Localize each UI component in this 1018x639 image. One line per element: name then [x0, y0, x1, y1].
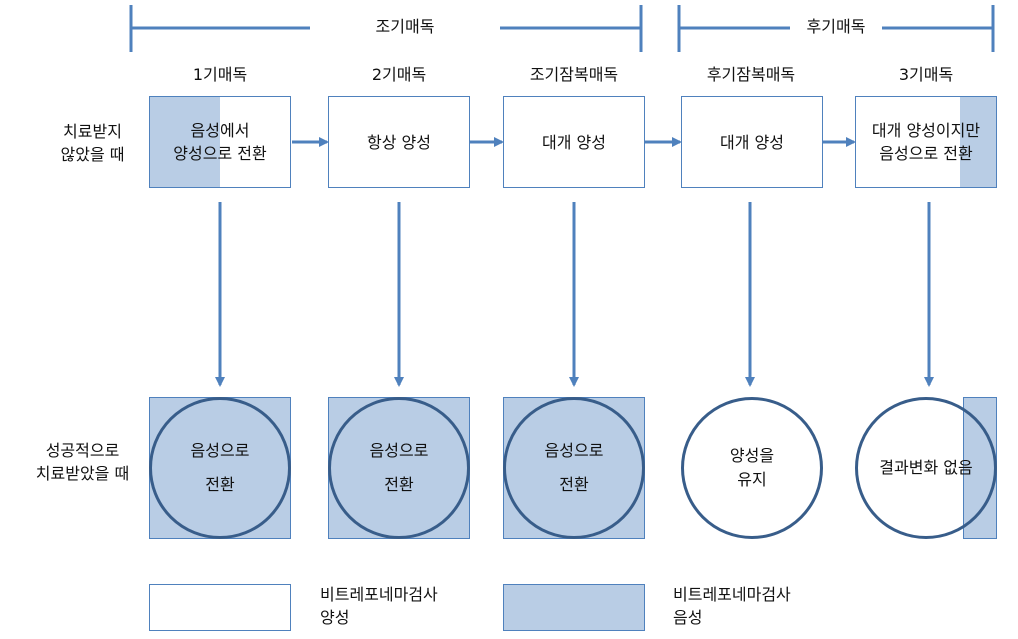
legend-negative-label: 비트레포네마검사 음성 [673, 585, 791, 627]
row-label-untreated: 치료받지 않았을 때 [60, 122, 125, 164]
untreated-box-stage2: 항상 양성 [328, 96, 470, 188]
early-syphilis-label: 조기매독 [375, 17, 435, 36]
untreated-box-text: 음성에서 양성으로 전환 [173, 121, 267, 163]
late-period-bracket [677, 5, 995, 52]
untreated-box-late-latent: 대개 양성 [681, 96, 823, 188]
late-syphilis-label: 후기매독 [806, 17, 866, 36]
untreated-box-text: 대개 양성 [720, 132, 784, 152]
result-circle-stage3: 결과변화 없음 [855, 397, 997, 539]
untreated-box-text: 대개 양성 [542, 132, 606, 152]
untreated-box-text: 대개 양성이지만 음성으로 전환 [871, 121, 981, 163]
stage-header-5: 3기매독 [898, 65, 954, 84]
result-circle-stage2: 음성으로 전환 [328, 397, 470, 539]
result-text: 음성으로 전환 [190, 441, 250, 494]
row-label-treated: 성공적으로 치료받았을 때 [35, 441, 130, 483]
untreated-box-text: 항상 양성 [367, 132, 431, 152]
result-text: 결과변화 없음 [879, 458, 973, 477]
negative-fill [960, 97, 996, 187]
result-text: 음성으로 전환 [369, 441, 429, 494]
untreated-box-stage3: 대개 양성이지만 음성으로 전환 [855, 96, 997, 188]
legend-positive-swatch [149, 584, 291, 631]
result-circle-early-latent: 음성으로 전환 [503, 397, 645, 539]
result-text: 양성을 유지 [729, 446, 775, 489]
legend-negative-swatch [503, 584, 645, 631]
stage-header-4: 후기잠복매독 [706, 65, 796, 84]
stage-header-3: 조기잠복매독 [529, 65, 619, 84]
result-text: 음성으로 전환 [544, 441, 604, 494]
stage-header-1: 1기매독 [192, 65, 248, 84]
result-circle-stage1: 음성으로 전환 [149, 397, 291, 539]
stage-header-2: 2기매독 [371, 65, 427, 84]
result-circle-late-latent: 양성을 유지 [681, 397, 823, 539]
untreated-box-stage1: 음성에서 양성으로 전환 [149, 96, 291, 188]
early-period-bracket [129, 5, 643, 52]
legend-positive-label: 비트레포네마검사 양성 [320, 585, 438, 627]
untreated-box-early-latent: 대개 양성 [503, 96, 645, 188]
negative-fill [150, 97, 220, 187]
